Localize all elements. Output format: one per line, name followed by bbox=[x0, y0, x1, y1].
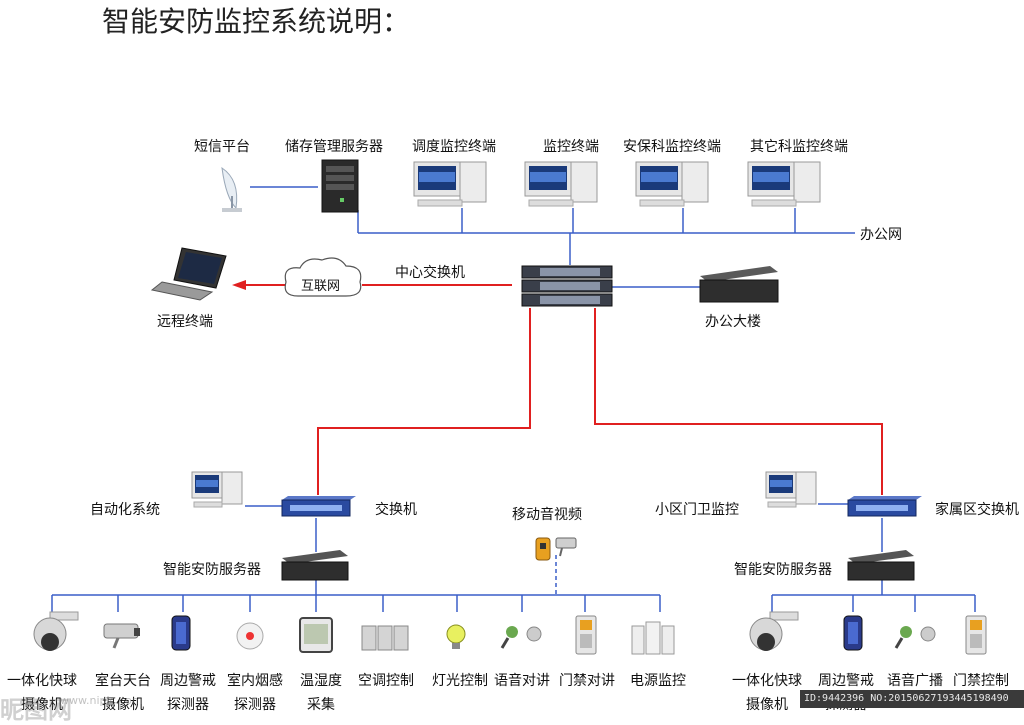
device-label: 室台天台摄像机 bbox=[95, 673, 151, 713]
automation-pc-icon bbox=[191, 471, 243, 508]
laptop-icon bbox=[150, 247, 227, 301]
remote-terminal-label: 远程终端 bbox=[157, 314, 213, 330]
broadcast-icon bbox=[894, 626, 936, 649]
mobile-av-label: 移动音视频 bbox=[512, 507, 582, 523]
core-switch-label: 中心交换机 bbox=[395, 265, 465, 281]
switch-icon bbox=[847, 496, 922, 517]
core-switch-icon bbox=[521, 265, 613, 307]
access-panel-icon bbox=[575, 615, 597, 655]
automation-system-label: 自动化系统 bbox=[90, 502, 160, 518]
mobile-av-icon bbox=[535, 537, 577, 561]
beam-detector-icon bbox=[843, 615, 863, 651]
gate-pc-icon bbox=[765, 471, 817, 508]
device-label: 一体化快球摄像机 bbox=[732, 673, 802, 713]
device-label: 语音广播 bbox=[887, 673, 943, 689]
red-connections bbox=[240, 284, 883, 495]
terminal-pc-icon bbox=[747, 161, 821, 207]
terminal-pc-icon bbox=[524, 161, 598, 207]
left-switch-label: 交换机 bbox=[375, 502, 417, 518]
arrow-head bbox=[232, 280, 246, 290]
residential-switch-label: 家属区交换机 bbox=[935, 502, 1019, 518]
sms-dish-icon bbox=[221, 166, 242, 212]
dome-camera-icon bbox=[749, 611, 799, 651]
storage-server-label: 储存管理服务器 bbox=[285, 139, 383, 155]
device-label: 周边警戒探测器 bbox=[160, 673, 216, 713]
device-label: 温湿度采集 bbox=[300, 673, 342, 713]
device-label: 语音对讲 bbox=[494, 673, 550, 689]
watermark-url: www.nipic.com bbox=[60, 694, 143, 707]
blue-connections bbox=[51, 186, 976, 612]
gate-monitor-label: 小区门卫监控 bbox=[655, 502, 739, 518]
ups-icon bbox=[631, 621, 675, 655]
internet-label: 互联网 bbox=[301, 279, 341, 294]
dispatch-terminal-label: 调度监控终端 bbox=[412, 139, 496, 155]
security-server-icon bbox=[281, 550, 349, 581]
device-label: 门禁对讲 bbox=[559, 673, 615, 689]
server-tower-icon bbox=[321, 159, 359, 213]
office-building-label: 办公大楼 bbox=[705, 314, 761, 330]
beam-detector-icon bbox=[171, 615, 191, 651]
box-camera-icon bbox=[103, 623, 140, 649]
terminal-pc-icon bbox=[413, 161, 487, 207]
rack-server-icon bbox=[699, 266, 779, 303]
device-label: 电源监控 bbox=[630, 673, 686, 689]
device-label: 空调控制 bbox=[358, 673, 414, 689]
dome-camera-icon bbox=[33, 611, 79, 651]
security-terminal-label: 安保科监控终端 bbox=[623, 139, 721, 155]
security-server-icon bbox=[847, 550, 915, 581]
page-title: 智能安防监控系统说明： bbox=[102, 5, 411, 38]
switch-icon bbox=[281, 496, 356, 517]
terminal-pc-icon bbox=[635, 161, 709, 207]
left-server-label: 智能安防服务器 bbox=[163, 562, 261, 578]
device-label: 灯光控制 bbox=[432, 673, 488, 689]
device-label: 门禁控制 bbox=[953, 673, 1009, 689]
device-label: 室内烟感探测器 bbox=[227, 673, 283, 713]
cloud-icon bbox=[284, 257, 362, 297]
ac-unit-icon bbox=[361, 625, 409, 651]
office-net-label: 办公网 bbox=[860, 227, 902, 243]
device-label: 一体化快球摄像机 bbox=[7, 673, 77, 713]
thermometer-display-icon bbox=[299, 617, 333, 653]
other-terminal-label: 其它科监控终端 bbox=[750, 139, 848, 155]
light-bulb-icon bbox=[446, 624, 466, 649]
access-panel-icon bbox=[965, 615, 987, 655]
smoke-detector-icon bbox=[236, 622, 264, 650]
intercom-icon bbox=[500, 626, 542, 649]
monitor-terminal-label: 监控终端 bbox=[543, 139, 599, 155]
id-bar: ID:9442396 NO:20150627193445198490 bbox=[800, 690, 1024, 708]
sms-platform-label: 短信平台 bbox=[194, 139, 250, 155]
right-server-label: 智能安防服务器 bbox=[734, 562, 832, 578]
